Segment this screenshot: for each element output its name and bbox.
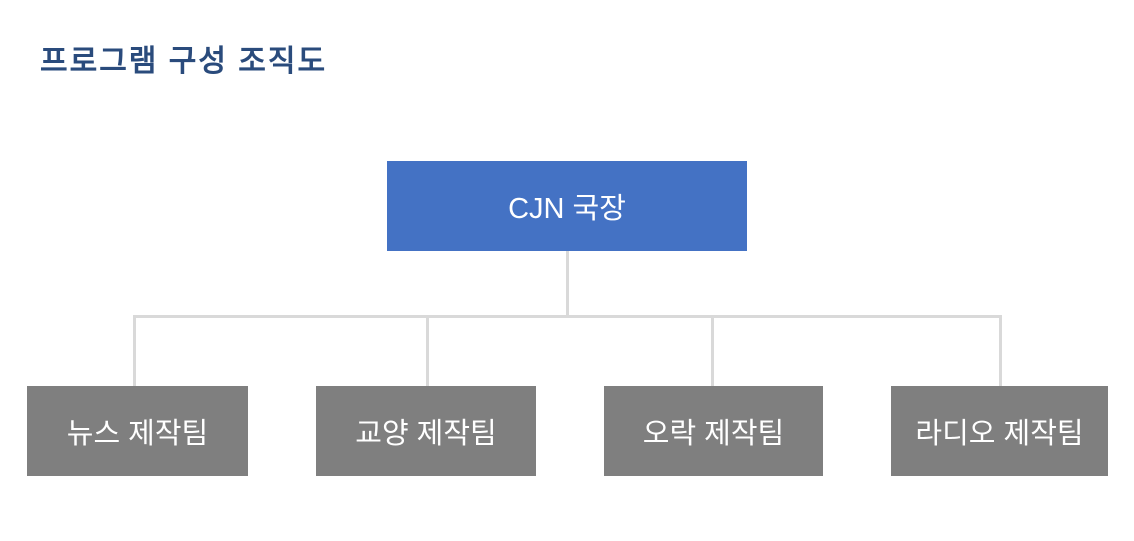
org-node-cjn-director: CJN 국장	[387, 161, 747, 251]
page-title: 프로그램 구성 조직도	[40, 45, 328, 78]
connector-drop-entertainment	[711, 317, 714, 386]
org-node-news-team: 뉴스 제작팀	[27, 386, 248, 476]
org-node-entertainment-team: 오락 제작팀	[604, 386, 823, 476]
connector-stem	[566, 251, 569, 317]
org-node-radio-team: 라디오 제작팀	[891, 386, 1108, 476]
connector-drop-news	[133, 317, 136, 386]
org-node-culture-team: 교양 제작팀	[316, 386, 536, 476]
connector-drop-radio	[999, 317, 1002, 386]
connector-drop-culture	[426, 317, 429, 386]
connector-horizontal	[133, 315, 1002, 318]
